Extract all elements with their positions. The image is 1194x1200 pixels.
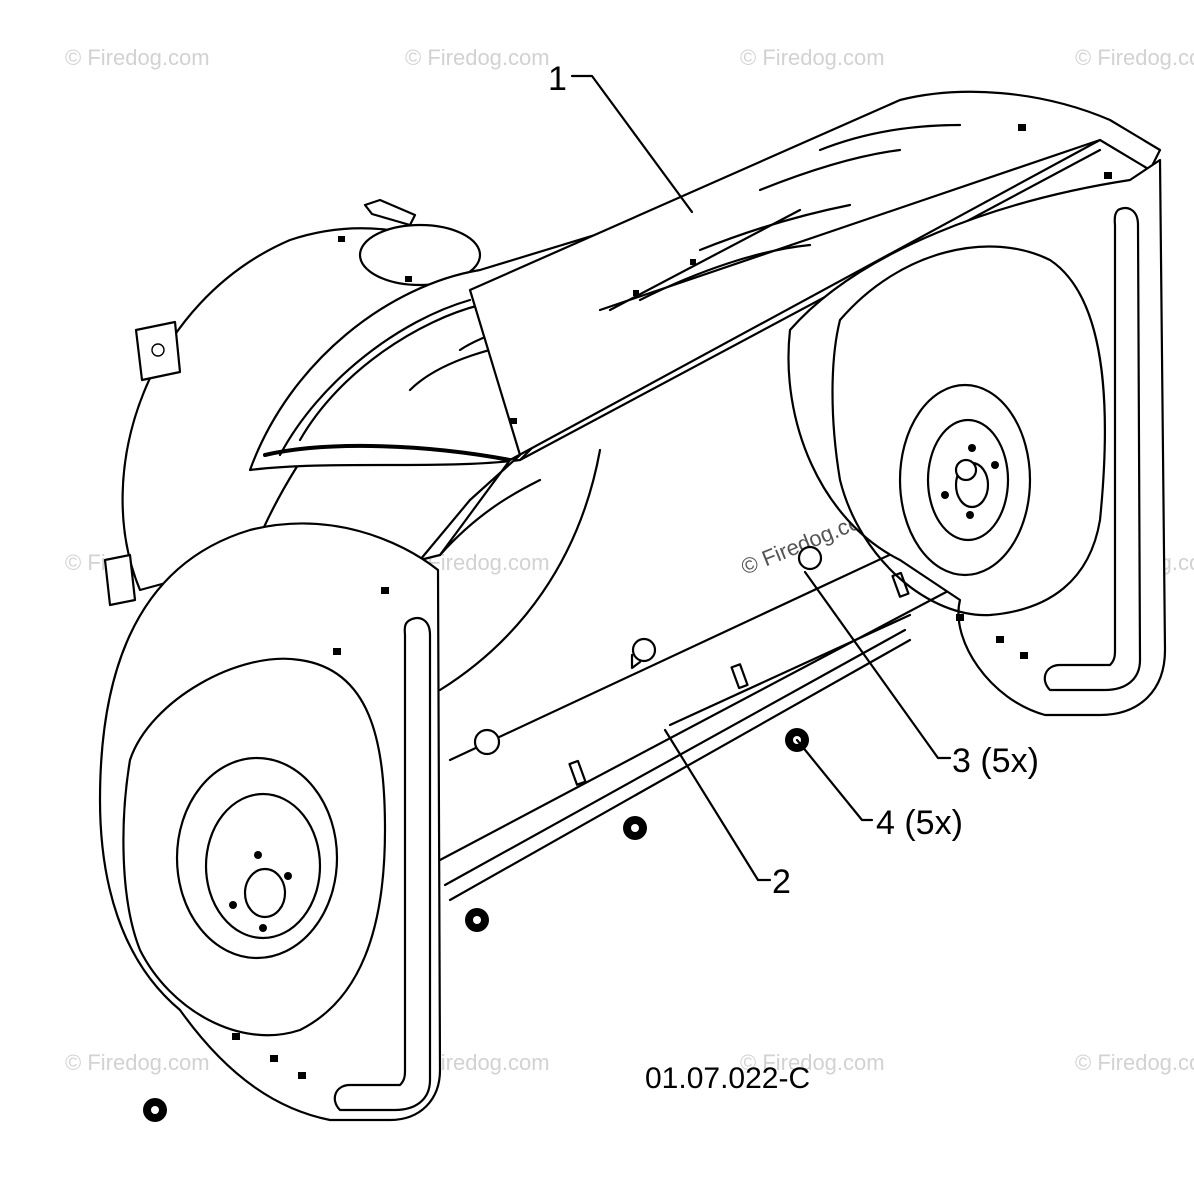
watermark: © Firedog.com <box>65 45 210 70</box>
watermark: © Firedog.com <box>1075 1050 1194 1075</box>
callout-1: 1 <box>548 60 567 98</box>
rear-plate <box>438 448 952 902</box>
callout-4: 4 (5x) <box>876 804 963 842</box>
left-side-plate <box>98 522 442 1122</box>
callout-2: 2 <box>772 863 791 901</box>
watermark: © Firedog.com <box>740 45 885 70</box>
leader-lines <box>570 74 952 882</box>
watermark: © Firedog.com <box>740 1050 885 1075</box>
watermark: © Firedog.com <box>65 1050 210 1075</box>
top-panel <box>418 90 1162 562</box>
watermark: © Firedog.com <box>1075 45 1194 70</box>
watermark: © Firedog.com <box>405 45 550 70</box>
reference-code: 01.07.022-C <box>645 1062 810 1095</box>
callouts: 1 2 3 (5x) 4 (5x) <box>548 60 1039 901</box>
callout-3: 3 (5x) <box>952 742 1039 780</box>
right-side-plate <box>787 158 1167 717</box>
